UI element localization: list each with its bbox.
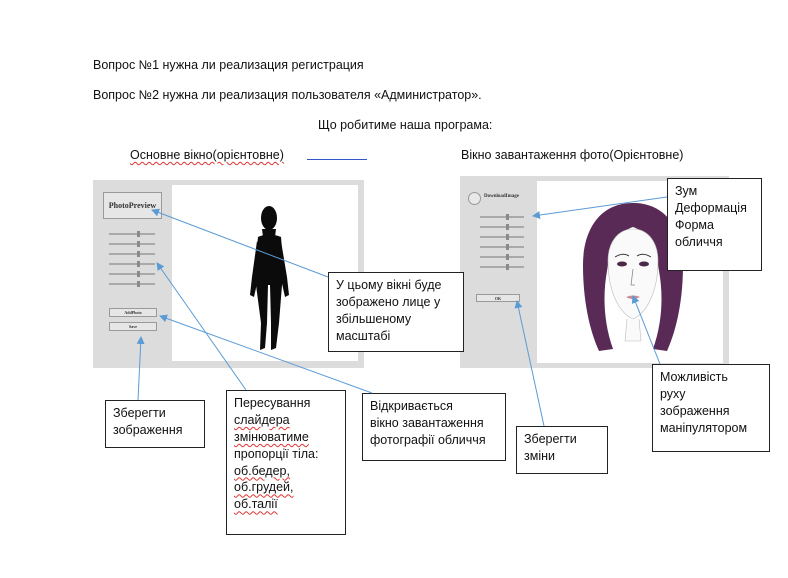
callout-zoom-options: Зум Деформація Форма обличчя xyxy=(667,178,762,271)
callout-move-image: Можливість руху зображення маніпулятором xyxy=(652,364,770,452)
slider-handle[interactable] xyxy=(506,244,509,250)
slider-handle[interactable] xyxy=(137,271,140,277)
body-slider[interactable] xyxy=(480,264,524,270)
callout-line: об.грудей, xyxy=(234,480,294,495)
slider-handle[interactable] xyxy=(506,264,509,270)
body-slider[interactable] xyxy=(480,214,524,220)
callout-line: обличчя xyxy=(675,234,723,249)
callout-line: масштабі xyxy=(336,328,391,343)
callout-line: У цьому вікні буде xyxy=(336,278,442,292)
body-slider[interactable] xyxy=(480,234,524,240)
download-image-button[interactable]: DownloadImage xyxy=(484,194,520,199)
callout-line: Можливість xyxy=(660,370,728,384)
callout-line: зображення xyxy=(660,403,730,418)
body-slider[interactable] xyxy=(109,231,155,237)
body-slider[interactable] xyxy=(480,244,524,250)
section-title: Що робитиме наша програма: xyxy=(318,118,493,132)
slider-handle[interactable] xyxy=(506,224,509,230)
callout-line: слайдера xyxy=(234,412,290,427)
callout-line: вікно завантаження xyxy=(370,415,484,430)
save-button[interactable]: Save xyxy=(109,322,157,331)
body-slider[interactable] xyxy=(109,251,155,257)
callout-line: Зберегти xyxy=(113,406,166,420)
add-photo-button[interactable]: AddPhoto xyxy=(109,308,157,317)
slider-handle[interactable] xyxy=(137,241,140,247)
slider-handle[interactable] xyxy=(137,231,140,237)
heading-underline-decoration xyxy=(307,159,367,160)
slider-handle[interactable] xyxy=(137,281,140,287)
body-slider[interactable] xyxy=(109,281,155,287)
callout-opens-window: Відкривається вікно завантаження фотогра… xyxy=(362,393,506,461)
callout-line: Зум xyxy=(675,184,698,198)
callout-line: руху xyxy=(660,386,686,401)
left-window-heading: Основне вікно(орієнтовне) xyxy=(130,148,284,162)
callout-face-zoom: У цьому вікні буде зображено лице у збіл… xyxy=(328,272,464,352)
callout-line: зображення xyxy=(113,422,183,437)
callout-save-changes: Зберегти зміни xyxy=(516,426,608,474)
callout-line: зображено лице у xyxy=(336,294,441,309)
callout-line: об.талії xyxy=(234,497,278,512)
callout-line: зміни xyxy=(524,448,555,463)
callout-line: Форма xyxy=(675,217,714,232)
callout-sliders: Пересування слайдера змінюватиме пропорц… xyxy=(226,390,346,535)
callout-line: збільшеному xyxy=(336,311,412,326)
ok-button[interactable]: OK xyxy=(476,294,520,302)
body-slider[interactable] xyxy=(109,271,155,277)
question-1: Вопрос №1 нужна ли реализация регистраци… xyxy=(93,58,364,72)
photo-preview-button[interactable]: PhotoPreview xyxy=(103,192,162,219)
callout-line: пропорції тіла: xyxy=(234,446,319,461)
callout-line: Зберегти xyxy=(524,432,577,446)
callout-line: Деформація xyxy=(675,200,747,215)
slider-handle[interactable] xyxy=(137,261,140,267)
callout-line: Відкривається xyxy=(370,399,453,413)
question-2: Вопрос №2 нужна ли реализация пользовате… xyxy=(93,88,482,102)
callout-line: об.бедер, xyxy=(234,463,290,478)
body-slider[interactable] xyxy=(109,261,155,267)
slider-handle[interactable] xyxy=(506,254,509,260)
callout-line: маніпулятором xyxy=(660,420,748,435)
avatar-circle-icon xyxy=(468,192,481,205)
slider-handle[interactable] xyxy=(137,251,140,257)
body-slider[interactable] xyxy=(480,224,524,230)
body-slider[interactable] xyxy=(109,241,155,247)
callout-line: фотографії обличчя xyxy=(370,432,486,447)
callout-save-image: Зберегти зображення xyxy=(105,400,205,448)
callout-line: змінюватиме xyxy=(234,429,309,444)
main-window-mockup: PhotoPreview AddPhoto Save xyxy=(93,180,364,368)
body-slider[interactable] xyxy=(480,254,524,260)
right-window-heading: Вікно завантаження фото(Орієнтовне) xyxy=(461,148,684,162)
slider-handle[interactable] xyxy=(506,214,509,220)
slider-handle[interactable] xyxy=(506,234,509,240)
callout-line: Пересування xyxy=(234,396,311,410)
